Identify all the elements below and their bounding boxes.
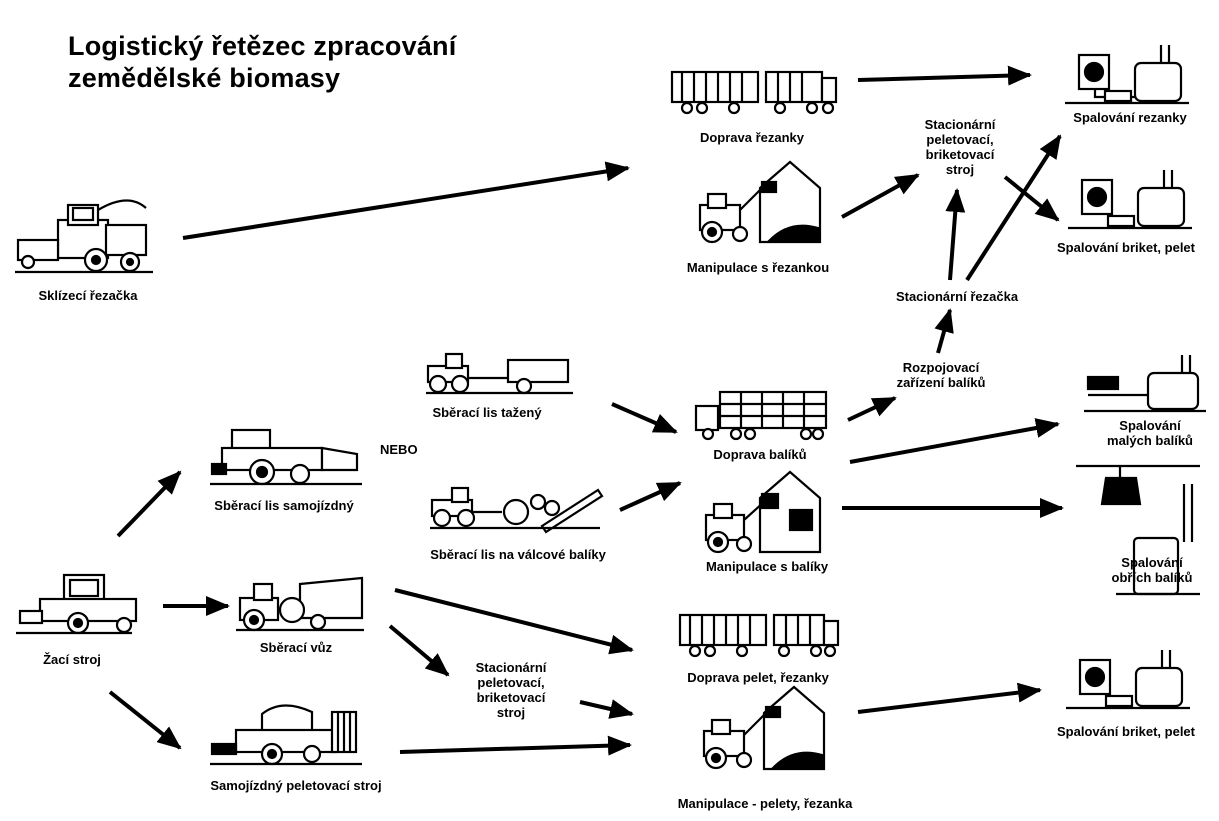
arrow-stroj-to-manipulace-pelety (579, 699, 634, 719)
label-spalovani-briket-pelet-top: Spalování briket, pelet (1057, 240, 1195, 255)
label-stacionarni-stroj-bottom: Stacionární peletovací, briketovací stro… (475, 660, 547, 720)
label-manipulace-s-baliky: Manipulace s balíky (705, 559, 829, 574)
label-manipulace-pelety-rezanka: Manipulace - pelety, řezanka (677, 796, 853, 811)
label-doprava-rezanky: Doprava řezanky (699, 130, 805, 145)
arrow-manipulace-pelety-to-spalovani (857, 682, 1042, 714)
label-doprava-baliku: Doprava balíků (713, 447, 807, 462)
forage-harvester-icon (15, 199, 153, 274)
label-spalovani-rezanky: Spalování rezanky (1073, 110, 1187, 125)
bale-truck-icon (694, 390, 828, 441)
label-sberaci-lis-tazeny: Sběrací lis tažený (432, 405, 542, 420)
round-baler-icon (430, 486, 604, 534)
arrow-harvester-to-doprava-rezanky (182, 161, 630, 240)
arrow-valcovy-lis-to-doprava-baliku (619, 481, 682, 512)
tractor-loader-shed-icon (698, 160, 822, 244)
truck-with-trailer-icon (678, 613, 840, 658)
arrow-doprava-rezanky-to-spalovani (857, 65, 1032, 86)
arrow-rezacka-to-spalovani-rezanky (965, 134, 1062, 282)
arrow-peletovaci-to-manipulace (399, 735, 632, 756)
label-spalovani-malych-baliku: Spalování malých balíků (1107, 418, 1193, 448)
arrow-rezacka-to-stroj (945, 188, 966, 281)
label-manipulace-s-rezankou: Manipulace s řezankou (686, 260, 830, 275)
boiler-furnace-icon (1068, 170, 1192, 230)
arrow-manipulace-to-stacionarni-stroj (841, 173, 920, 219)
self-propelled-baler-icon (210, 428, 362, 486)
arrow-stroj-to-spalovani-briket (1003, 175, 1060, 222)
arrow-lis-tazeny-to-doprava-baliku (611, 402, 678, 434)
self-propelled-pellet-machine-icon (210, 704, 362, 766)
truck-with-trailer-icon (670, 70, 838, 115)
tractor-loader-shed-icon (704, 470, 822, 554)
arrow-sberaci-vuz-to-doprava-pelet (394, 588, 634, 655)
boiler-furnace-icon (1065, 45, 1189, 105)
arrow-doprava-baliku-to-rozpojovaci (847, 396, 897, 422)
label-rozpojovaci-zarizeni: Rozpojovací zařízení balíků (896, 360, 986, 390)
forage-wagon-icon (236, 576, 364, 632)
arrow-rozpojovaci-to-rezacka (934, 308, 954, 354)
label-zaci-stroj: Žací stroj (43, 652, 101, 667)
label-sklizeci-rezacka: Sklízecí řezačka (38, 288, 138, 303)
label-spalovani-obrich-baliku: Spalování obřích balíků (1111, 555, 1193, 585)
label-nebo: NEBO (380, 442, 418, 457)
title-line-2: zemědělské biomasy (68, 63, 341, 93)
label-stacionarni-stroj-top: Stacionární peletovací, briketovací stro… (924, 117, 996, 177)
big-bale-boiler-icon (1076, 464, 1200, 596)
label-stacionarni-rezacka: Stacionární řezačka (895, 289, 1019, 304)
arrow-sberaci-vuz-to-stacionarni-stroj (388, 624, 450, 677)
label-spalovani-briket-pelet-bottom: Spalování briket, pelet (1057, 724, 1195, 739)
label-sberaci-lis-samojizdny: Sběrací lis samojízdný (214, 498, 354, 513)
boiler-furnace-icon (1084, 355, 1206, 413)
diagram-title: Logistický řetězec zpracování zemědělské… (68, 30, 456, 94)
label-samojizdny-peletovaci-stroj: Samojízdný peletovací stroj (210, 778, 382, 793)
arrow-zaci-to-lis-samojizdny (116, 470, 182, 538)
boiler-furnace-icon (1066, 650, 1190, 710)
mower-icon (16, 573, 138, 635)
title-line-1: Logistický řetězec zpracování (68, 31, 457, 61)
tractor-loader-shed-icon (702, 685, 826, 771)
label-doprava-pelet-rezanky: Doprava pelet, řezanky (687, 670, 829, 685)
tractor-baler-icon (426, 352, 573, 395)
label-sberaci-lis-valcove: Sběrací lis na válcové balíky (430, 547, 606, 562)
arrow-doprava-baliku-to-male-baliky (849, 418, 1060, 464)
label-sberaci-vuz: Sběrací vůz (259, 640, 333, 655)
arrow-zaci-to-peletovaci-stroj (108, 690, 182, 750)
